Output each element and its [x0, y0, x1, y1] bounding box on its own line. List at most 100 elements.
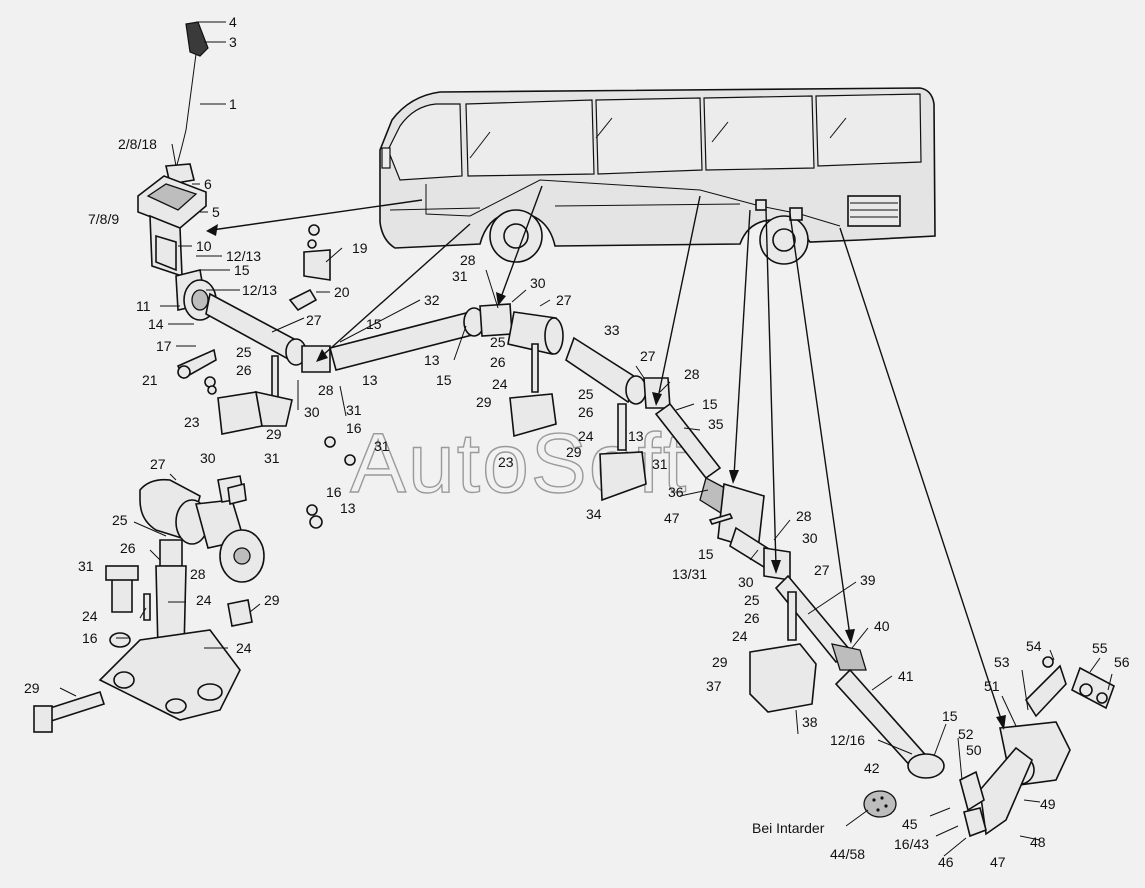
- callout-37: 37: [706, 678, 722, 694]
- detail-callout-28: 28: [190, 566, 206, 582]
- intarder-disc: [863, 790, 897, 818]
- bus-illustration: [379, 87, 936, 265]
- callout-7-8-9: 7/8/9: [88, 211, 119, 227]
- callout-19: 19: [352, 240, 368, 256]
- callout-10: 10: [196, 238, 212, 254]
- callout-28-d: 28: [796, 508, 812, 524]
- detail-callout-30: 30: [200, 450, 216, 466]
- callout-13-c: 13: [628, 428, 644, 444]
- callout-6: 6: [204, 176, 212, 192]
- callout-4: 4: [229, 14, 237, 30]
- callout-17: 17: [156, 338, 172, 354]
- gear-lever: [137, 21, 209, 311]
- callout-54: 54: [1026, 638, 1042, 654]
- callout-30-c: 30: [802, 530, 818, 546]
- callout-13-31: 13/31: [672, 566, 707, 582]
- callout-23-a: 23: [184, 414, 200, 430]
- callout-25-a: 25: [236, 344, 252, 360]
- callout-11: 11: [136, 298, 151, 314]
- callout-53: 53: [994, 654, 1010, 670]
- callout-1: 1: [229, 96, 237, 112]
- callout-32: 32: [424, 292, 440, 308]
- callout-26-a: 26: [236, 362, 252, 378]
- callout-40: 40: [874, 618, 890, 634]
- callout-25-d: 25: [744, 592, 760, 608]
- detail-callout-24-b: 24: [82, 608, 98, 624]
- callout-47-a: 47: [664, 510, 680, 526]
- callout-45: 45: [902, 816, 918, 832]
- callout-27-d: 27: [814, 562, 830, 578]
- callout-29-d: 29: [712, 654, 728, 670]
- callout-12-16: 12/16: [830, 732, 865, 748]
- callout-30-b: 30: [304, 404, 320, 420]
- callout-labels: 4 3 1 2/8/18 6 7/8/9 5 10 12/13 15 12/13…: [24, 14, 1130, 870]
- callout-50: 50: [966, 742, 982, 758]
- callout-28-a: 28: [460, 252, 476, 268]
- callout-33: 33: [604, 322, 620, 338]
- callout-27-a: 27: [306, 312, 322, 328]
- callout-5: 5: [212, 204, 220, 220]
- callout-44-58: 44/58: [830, 846, 865, 862]
- callout-30-d: 30: [738, 574, 754, 590]
- callout-34: 34: [586, 506, 602, 522]
- callout-23-b: 23: [498, 454, 514, 470]
- callout-49: 49: [1040, 796, 1056, 812]
- callout-3: 3: [229, 34, 237, 50]
- detail-callout-31-a: 31: [264, 450, 280, 466]
- detail-callout-16: 16: [326, 484, 342, 500]
- callout-39: 39: [860, 572, 876, 588]
- callout-15-a: 15: [234, 262, 250, 278]
- callout-29-a: 29: [266, 426, 282, 442]
- callout-42: 42: [864, 760, 880, 776]
- detail-callout-24-c: 24: [236, 640, 252, 656]
- detail-callout-29-a: 29: [264, 592, 280, 608]
- callout-27-c: 27: [640, 348, 656, 364]
- callout-12-13-a: 12/13: [226, 248, 261, 264]
- callout-24-a: 24: [492, 376, 508, 392]
- callout-52: 52: [958, 726, 974, 742]
- callout-20: 20: [334, 284, 350, 300]
- callout-15-d: 15: [702, 396, 718, 412]
- callout-25-c: 25: [578, 386, 594, 402]
- callout-21: 21: [142, 372, 158, 388]
- callout-51: 51: [984, 678, 1000, 694]
- detail-callout-31-b: 31: [78, 558, 94, 574]
- detail-callout-27: 27: [150, 456, 166, 472]
- callout-25-b: 25: [490, 334, 506, 350]
- callout-15-c: 15: [436, 372, 452, 388]
- callout-30-a: 30: [530, 275, 546, 291]
- callout-15-b: 15: [366, 316, 382, 332]
- callout-48: 48: [1030, 834, 1046, 850]
- callout-31-b: 31: [346, 402, 362, 418]
- callout-31-d: 31: [652, 456, 668, 472]
- callout-31-a: 31: [452, 268, 468, 284]
- arrows: [206, 185, 1006, 730]
- callout-26-d: 26: [744, 610, 760, 626]
- callout-46: 46: [938, 854, 954, 870]
- callout-27-b: 27: [556, 292, 572, 308]
- callout-55: 55: [1092, 640, 1108, 656]
- linkage-assembly: [959, 656, 1115, 838]
- callout-13-b: 13: [424, 352, 440, 368]
- callout-56: 56: [1114, 654, 1130, 670]
- callout-24-c: 24: [732, 628, 748, 644]
- callout-24-b: 24: [578, 428, 594, 444]
- callout-28-b: 28: [318, 382, 334, 398]
- callout-35: 35: [708, 416, 724, 432]
- callout-36: 36: [668, 484, 684, 500]
- callout-26-b: 26: [490, 354, 506, 370]
- callout-41: 41: [898, 668, 914, 684]
- detail-callout-26: 26: [120, 540, 136, 556]
- shaft-upper-left: [183, 279, 564, 373]
- support-brackets: [176, 224, 817, 713]
- callout-15-e: 15: [698, 546, 714, 562]
- detail-view: [33, 475, 323, 733]
- callout-15-f: 15: [942, 708, 958, 724]
- callout-31-c: 31: [374, 438, 390, 454]
- detail-callout-29-b: 29: [24, 680, 40, 696]
- shaft-middle: [565, 336, 945, 779]
- leader-lines: [59, 21, 1113, 857]
- callout-29-c: 29: [566, 444, 582, 460]
- callout-26-c: 26: [578, 404, 594, 420]
